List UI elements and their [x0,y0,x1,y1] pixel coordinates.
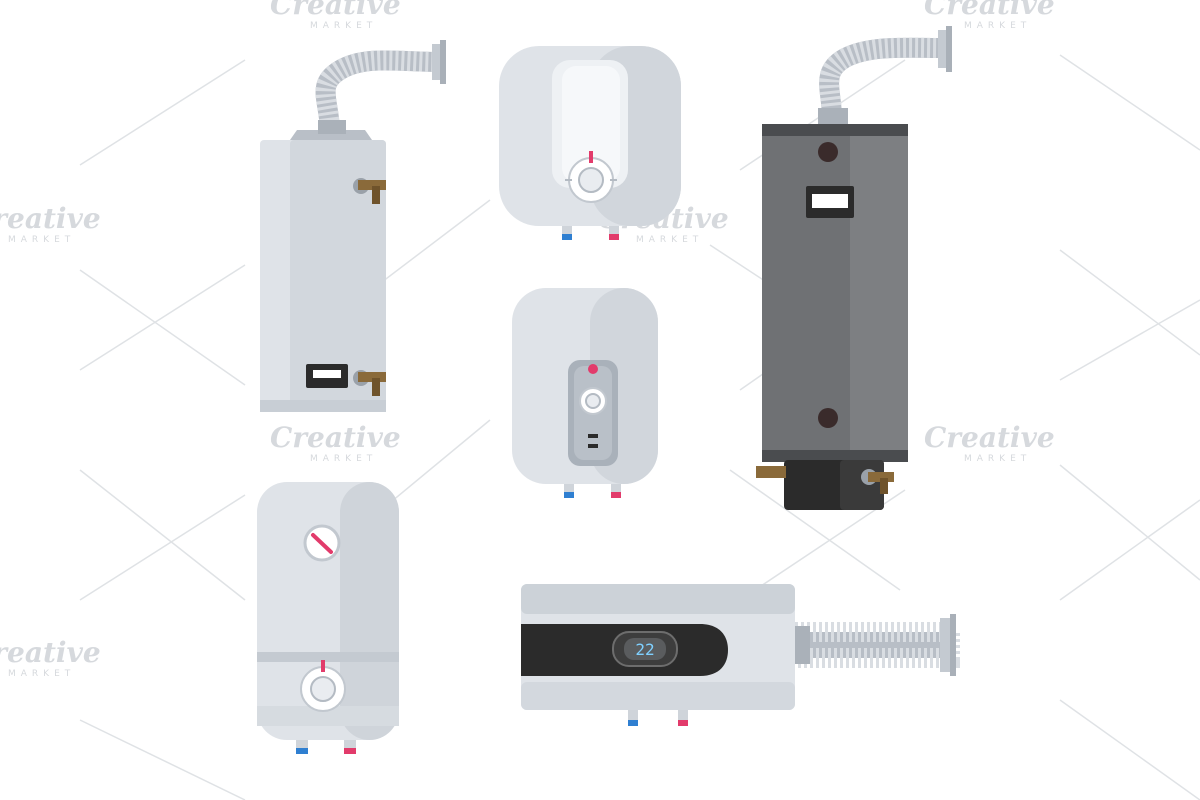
hot-pipe-tip [344,748,356,754]
gas-boiler-dark [756,26,952,510]
flex-pipe-ribs [315,50,441,134]
gas-boiler-light [260,40,446,412]
wall-flange-edge [440,40,446,84]
outlet-pipe [868,472,894,482]
boiler-side-shade [290,140,386,412]
watermark-sub: MARKET [636,235,703,245]
hot-pipe [344,740,356,748]
watermark-brand: Creative [270,0,401,21]
wall-flange-edge [946,26,952,72]
heater-top-shade [521,584,795,614]
switch-slot-2 [588,444,598,448]
pipe-socket [792,626,810,664]
wall-flange-edge [950,614,956,676]
gauge-needle [311,533,333,554]
bottom-port [818,408,838,428]
heater-bottom-shade [521,682,795,710]
hot-pipe [611,484,621,492]
temperature-readout: 22 [635,640,654,659]
watermark-sub: MARKET [964,454,1031,464]
boiler-top-edge [762,124,908,136]
display-screen [624,638,666,660]
cold-pipe-tip [296,748,308,754]
burner-unit-shade [840,460,884,510]
tank-lower-band [257,706,399,726]
cold-pipe [562,226,572,234]
front-panel-inner [562,66,620,182]
hot-pipe-tip [611,492,621,498]
control-display-screen [313,370,341,378]
cold-pipe [564,484,574,492]
compact-tank-top [499,46,681,240]
switch-slot-1 [588,434,598,438]
control-display-screen [812,194,848,208]
pipe-socket [818,108,848,126]
watermark-sub: MARKET [8,235,75,245]
thermostat-knob [578,167,604,193]
flex-pipe-ribs [819,37,946,119]
watermark-sub: MARKET [964,21,1031,31]
watermark-brand: Creative [270,421,401,454]
watermark-brand: Creative [924,0,1055,21]
watermark-sub: MARKET [310,454,377,464]
tank-side-shade [340,482,399,740]
watermark-sub: MARKET [310,21,377,31]
watermark-brand: Creative [0,202,101,235]
cold-pipe [296,740,308,748]
gas-inlet [756,466,786,478]
cold-pipe-tip [564,492,574,498]
compact-tank-middle [512,288,658,498]
cold-pipe-tip [562,234,572,240]
boiler-side-light [850,124,908,460]
outlet-elbow [880,478,888,494]
cold-pipe-tip [628,720,638,726]
boiler-bottom-edge [762,450,908,462]
watermark-brand: Creative [0,636,101,669]
watermark-sub: MARKET [8,669,75,679]
brass-pipe-top [358,180,386,190]
cold-pipe [628,710,638,720]
watermark-brand: Creative [924,421,1055,454]
dial-indicator [589,151,593,163]
hot-pipe-tip [678,720,688,726]
hot-pipe-tip [609,234,619,240]
brass-elbow-bottom [372,378,380,396]
hot-pipe [678,710,688,720]
top-collar [290,130,372,140]
pipe-socket [318,120,346,134]
brass-pipe-bottom [358,372,386,382]
brass-elbow-top [372,186,380,204]
power-indicator [588,364,598,374]
hot-pipe [609,226,619,234]
dial-indicator [321,660,325,672]
tall-tank [257,482,399,754]
thermostat-knob [310,676,336,702]
digital-tankless: 22 [521,584,960,726]
tank-band [257,652,399,662]
boiler-base [260,400,386,412]
thermostat-knob [585,393,601,409]
top-port [818,142,838,162]
